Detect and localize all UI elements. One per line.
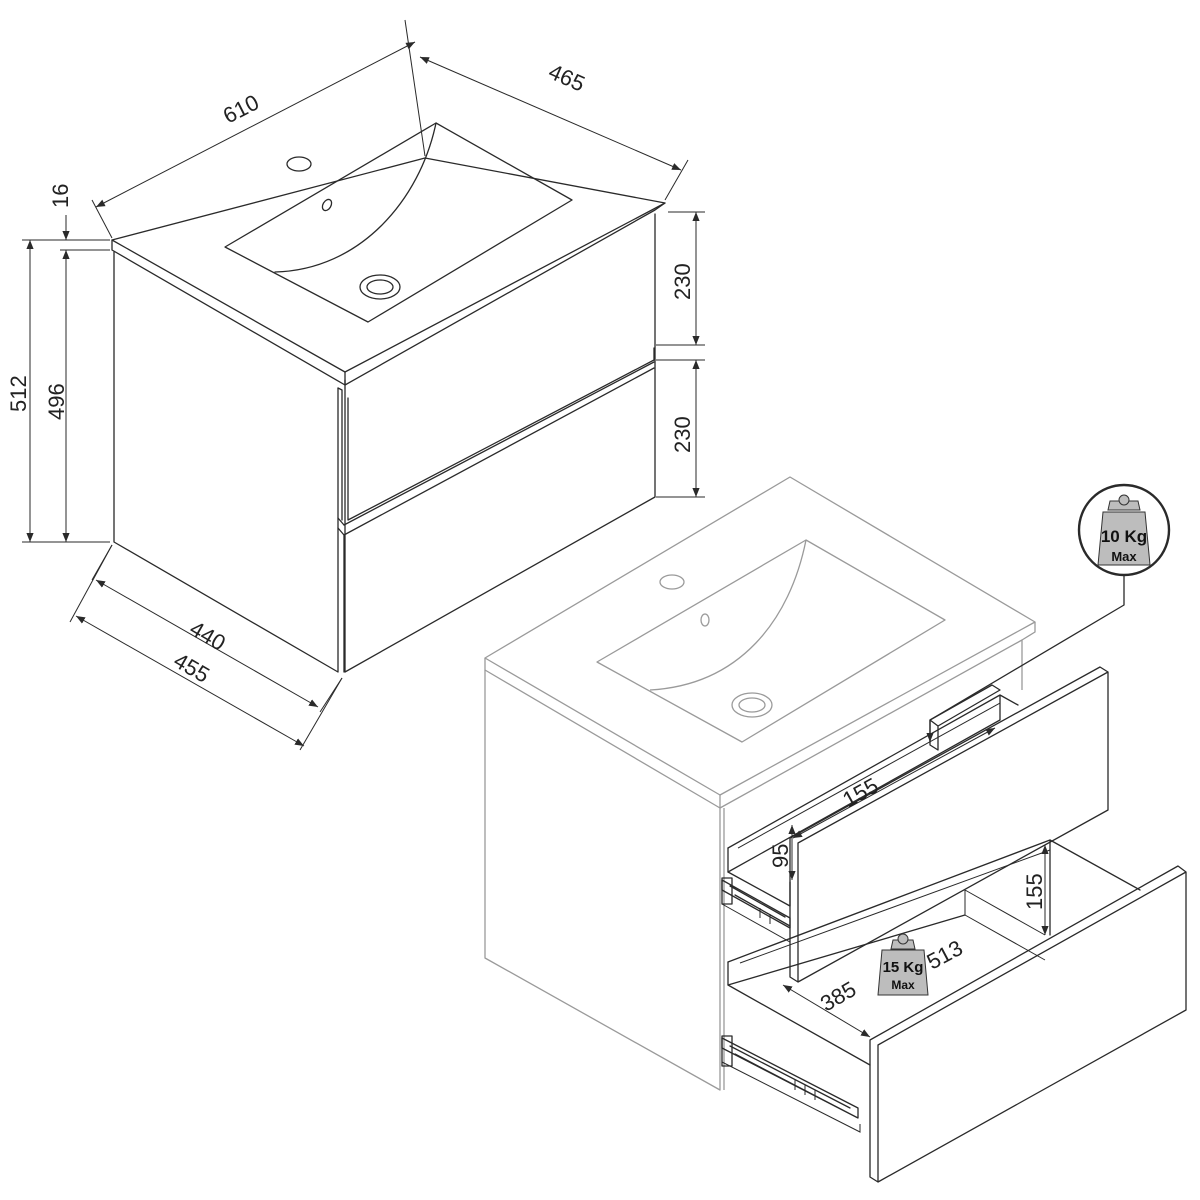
ghost-countertop-edge (484, 622, 1036, 809)
drain-hole (359, 274, 401, 300)
countertop-top-face (111, 157, 666, 373)
lower-weight-knob (897, 933, 909, 945)
lower-runner (721, 1037, 859, 1119)
dim-230a-label: 230 (670, 263, 695, 300)
lower-runner-marks (794, 1080, 816, 1100)
dim-610-line (95, 41, 416, 208)
dim-lower-155-label: 155 (1022, 873, 1047, 910)
closed-cabinet-view (111, 122, 666, 673)
dim-ext-b2 (69, 544, 113, 623)
dim-610-label: 610 (219, 90, 263, 129)
lower-runner-clip (721, 1035, 733, 1067)
ghost-tap-hole (659, 574, 685, 590)
ghost-drain-hole-inner (738, 697, 766, 713)
dim-230b-label: 230 (670, 416, 695, 453)
countertop-edge (111, 202, 666, 386)
dim-455-label: 455 (170, 648, 214, 688)
dim-455-line (75, 615, 305, 747)
ghost-drain-hole (731, 692, 773, 718)
cabinet-front (344, 213, 656, 673)
lower-drawer-front (869, 865, 1187, 1183)
ghost-basin (596, 539, 946, 743)
upper-weight-knob (1118, 494, 1130, 506)
upper-load-value: 10 Kg (1101, 527, 1147, 546)
overflow-hole (321, 198, 333, 212)
ghost-countertop (484, 476, 1036, 796)
dim-upper-155-line (792, 727, 996, 839)
basin-curve (274, 122, 437, 273)
upper-load-unit: Max (1111, 549, 1137, 564)
tap-hole (286, 156, 312, 172)
dim-496-label: 496 (44, 383, 69, 420)
dimension-lines-closed: 610 465 16 512 496 230 230 (6, 19, 705, 751)
upper-drawer-back (727, 694, 1019, 849)
open-cabinet-view (484, 476, 1187, 1183)
drawer-gap (337, 517, 345, 536)
drawer-handle-groove-upper (337, 379, 346, 521)
dim-385-line (782, 984, 871, 1038)
lower-runner-rail (721, 1061, 861, 1133)
dim-512-label: 512 (6, 375, 31, 412)
dim-385-label: 385 (816, 976, 860, 1016)
ghost-overflow-hole (700, 613, 710, 627)
drain-hole-inner (366, 279, 394, 295)
lower-drawer-front (343, 361, 655, 673)
upper-load-badge: 10 Kg Max (926, 483, 1171, 743)
dim-16-label: 16 (48, 184, 73, 208)
upper-runner-rail-2 (759, 908, 771, 924)
dim-95-label: 95 (768, 844, 793, 868)
lower-load-badge: 15 Kg Max (877, 933, 929, 996)
lower-load-value: 15 Kg (883, 959, 924, 976)
dim-465-label: 465 (545, 59, 589, 97)
lower-drawer-left-side (727, 961, 871, 1066)
lower-load-unit: Max (891, 978, 915, 992)
dim-ext-b4 (299, 677, 343, 751)
upper-load-leader (926, 574, 1125, 743)
lower-drawer-right-side (1049, 839, 1141, 891)
upper-drawer-front (789, 666, 1109, 983)
dim-440-label: 440 (186, 616, 230, 656)
lower-drawer-floor (727, 914, 966, 986)
dim-465-line (419, 56, 682, 171)
dim-610-ext-left (91, 199, 113, 239)
dim-465-ext-right (664, 159, 689, 201)
ghost-body (484, 640, 1023, 1091)
dim-513-label: 513 (923, 935, 967, 974)
ghost-basin-curve (649, 539, 807, 691)
upper-drawer-front (347, 347, 655, 521)
lower-drawer-inner-top (739, 849, 1051, 964)
upper-runner-clip (721, 877, 733, 905)
